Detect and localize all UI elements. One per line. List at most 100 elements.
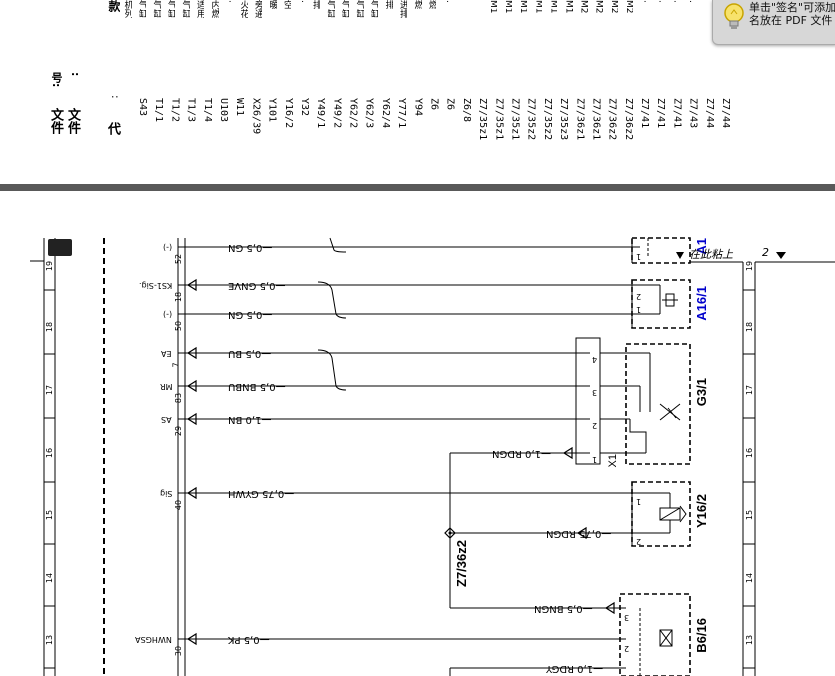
ruler-number: 17 — [745, 384, 755, 396]
component-code: Z7/44 — [720, 98, 731, 129]
paste-number: 2 — [762, 246, 769, 259]
tooltip-text: 单击"签名"可添加 名放在 PDF 文件 — [749, 1, 835, 27]
header-col-label: 气缸 — [151, 0, 161, 18]
component-code: Z7/36z2 — [606, 98, 618, 141]
header-col-label: M2 — [593, 0, 603, 14]
ruler-number: 13 — [45, 634, 55, 646]
header-col-label: M1 — [563, 0, 573, 14]
header-col-label: 旁通 — [253, 0, 262, 18]
header-col-label: M1 — [548, 0, 558, 14]
wire-label: —0,5 BNBU — [228, 381, 286, 392]
ecu-signal-label: Sig — [159, 489, 172, 498]
page-separator — [0, 184, 835, 191]
ecu-signal-label: AS — [161, 415, 172, 424]
wire-label: —0,5 BU — [228, 348, 272, 359]
header-col-label: 气缸 — [137, 0, 146, 18]
header-col-label: 燃 — [412, 0, 422, 9]
wire-label: —0,5 BNGN — [534, 603, 593, 614]
header-col-label: 机列 — [122, 0, 132, 18]
component-code: Z6/8 — [460, 98, 472, 123]
ecu-pin-number: 50 — [174, 320, 184, 332]
component-code: Y62/3 — [363, 98, 375, 129]
connector-pin-number: 2 — [636, 292, 642, 301]
connector-pin-number: 2 — [636, 537, 642, 546]
component-code: Z6 — [428, 98, 440, 111]
ecu-signal-label: NWHGSA — [135, 635, 172, 644]
component-code: S43 — [137, 98, 148, 117]
ecu-signal-label: MR — [159, 382, 172, 391]
ecu-signal-label: KS1-Sig. — [138, 281, 172, 290]
signature-tooltip[interactable]: 单击"签名"可添加 名放在 PDF 文件 — [712, 0, 835, 45]
component-label: B6/16 — [694, 618, 709, 653]
header-col-label: M1 — [488, 0, 497, 14]
header-col-label: · — [441, 0, 451, 3]
wire-label: —1,0 RDGY — [546, 663, 604, 674]
header-col-label: M1 — [503, 0, 513, 14]
component-code: Y49/1 — [315, 98, 327, 129]
code-label: 代 — [105, 122, 120, 135]
header-col-label: · — [684, 0, 694, 3]
component-label: A16/1 — [694, 286, 709, 321]
component-code: Y32 — [298, 98, 310, 117]
header-col-label: M2 — [608, 0, 618, 14]
component-code: Z7/35z1 — [477, 98, 489, 141]
wire-label: —0,75 GYWH — [228, 488, 295, 499]
ecu-pin-number: 30 — [174, 645, 184, 657]
ruler-number: 15 — [45, 509, 55, 521]
wire-label: —1,0 BN — [228, 414, 272, 425]
header-col-label: 适用 — [195, 0, 204, 18]
ruler-number: 17 — [45, 384, 55, 396]
component-code: Z7/35z1 — [493, 98, 505, 141]
connector-pin-number: 2 — [592, 421, 598, 430]
component-code: Y94 — [412, 98, 424, 117]
connector-pin-number: 1 — [636, 497, 642, 506]
header-col-label: 气缸 — [354, 0, 364, 18]
ruler-number: 18 — [45, 321, 55, 333]
component-code: Y77/1 — [396, 98, 408, 129]
diagram-lines — [30, 237, 835, 676]
ruler-number: 19 — [45, 260, 55, 272]
ruler-number: 13 — [745, 634, 755, 646]
ecu-pin-number: 40 — [174, 499, 184, 511]
ruler-number: 15 — [745, 509, 755, 521]
ecu-pin-number: 18 — [174, 291, 184, 303]
component-code: Z7/35z2 — [541, 98, 553, 141]
ecu-signal-label: EA — [161, 349, 172, 358]
ecu-pin-number: 83 — [174, 392, 184, 404]
ecu-pin-number: 7 — [171, 362, 181, 368]
ruler-number: 14 — [45, 572, 55, 584]
header-col-label: · — [669, 0, 679, 3]
component-label: Z7/36z2 — [454, 540, 469, 587]
connector-pin-number: 2 — [624, 644, 630, 653]
wire-label: —0,5 GN — [228, 309, 273, 320]
header-col-label: 款 — [108, 0, 120, 12]
header-col-label: M2 — [578, 0, 588, 14]
ruler-number: 14 — [745, 572, 755, 584]
wire-label: —0,5 PK — [228, 634, 270, 645]
header-col-label: 进排 — [398, 0, 407, 18]
ruler-number: 16 — [745, 447, 755, 459]
component-code: Z7/36z2 — [622, 98, 634, 141]
component-code: Z6 — [444, 98, 456, 111]
header-col-label: 排 — [311, 0, 320, 9]
component-code: T1/4 — [201, 98, 213, 123]
component-code: Y62/2 — [347, 98, 359, 129]
component-code: Z7/35z3 — [558, 98, 570, 141]
header-col-label: 气缸 — [325, 0, 335, 18]
component-code: Z7/36z1 — [590, 98, 602, 141]
lightbulb-icon — [724, 3, 744, 29]
component-code: Z7/43 — [687, 98, 699, 129]
header-col-label: · — [224, 0, 233, 3]
ecu-pin-number: 52 — [174, 253, 184, 265]
component-code: Z7/41 — [655, 98, 667, 129]
ruler-number: 19 — [745, 260, 755, 272]
wire-label: —0,5 GNVE — [228, 280, 286, 291]
header-col-label: · — [654, 0, 664, 3]
component-label: G3/1 — [694, 378, 709, 407]
code-label-tail: : — [109, 95, 122, 99]
header-col-label: 气缸 — [180, 0, 190, 18]
header-col-label: 气缸 — [166, 0, 175, 18]
header-col-label: 气缸 — [369, 0, 378, 18]
component-label: Y16/2 — [694, 494, 709, 528]
paste-label: 在此粘上 — [689, 248, 733, 261]
